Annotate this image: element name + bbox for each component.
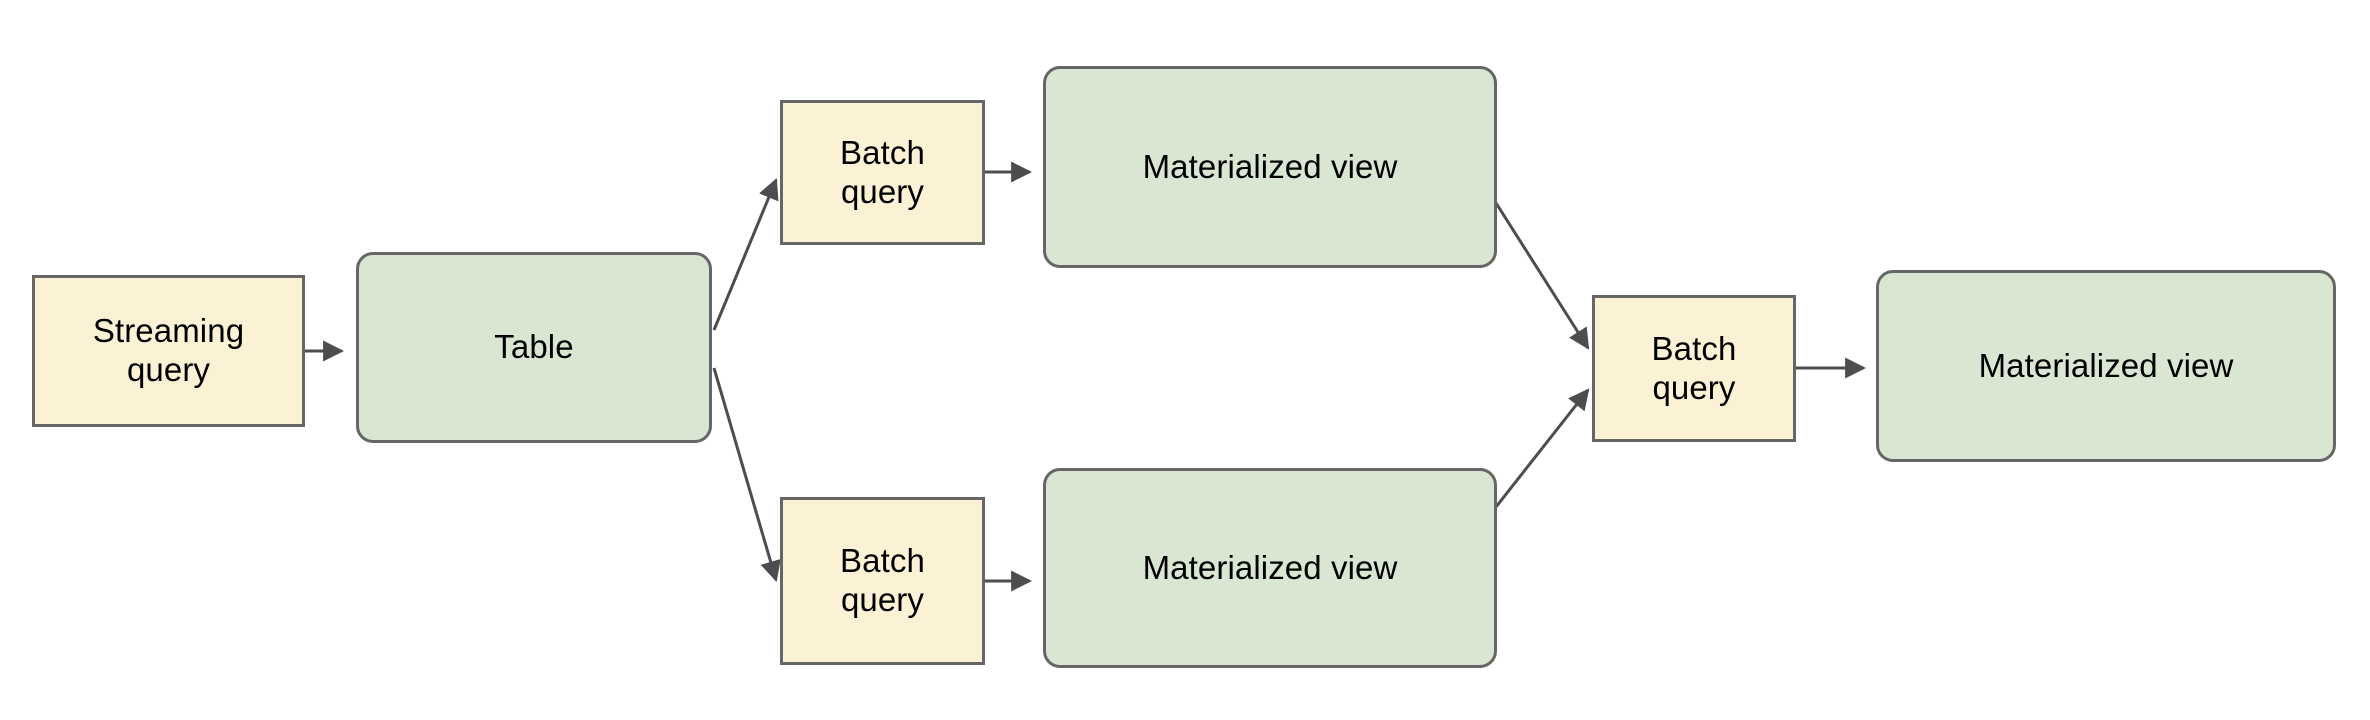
- node-materialized-view-bottom-label: Materialized view: [1142, 548, 1398, 586]
- node-materialized-view-top-label: Materialized view: [1142, 147, 1398, 185]
- node-batch-query-top[interactable]: Batch query: [780, 100, 985, 245]
- node-table-label: Table: [494, 328, 574, 366]
- edge-table-to-batch-top: [712, 178, 779, 331]
- node-materialized-view-final[interactable]: Materialized view: [1876, 270, 2336, 462]
- node-batch-query-bottom[interactable]: Batch query: [780, 497, 985, 665]
- node-materialized-view-final-label: Materialized view: [1978, 346, 2234, 384]
- node-materialized-view-bottom[interactable]: Materialized view: [1043, 468, 1497, 668]
- node-streaming-query-label: Streaming query: [92, 312, 245, 388]
- node-batch-query-top-label: Batch query: [840, 133, 925, 210]
- node-batch-query-bottom-label: Batch query: [840, 542, 925, 618]
- node-batch-query-merge-label: Batch query: [1651, 329, 1737, 406]
- node-table[interactable]: Table: [356, 252, 712, 443]
- edge-table-to-batch-bottom: [712, 367, 781, 583]
- node-streaming-query[interactable]: Streaming query: [32, 275, 305, 427]
- node-batch-query-merge[interactable]: Batch query: [1592, 295, 1796, 442]
- node-materialized-view-top[interactable]: Materialized view: [1043, 66, 1497, 268]
